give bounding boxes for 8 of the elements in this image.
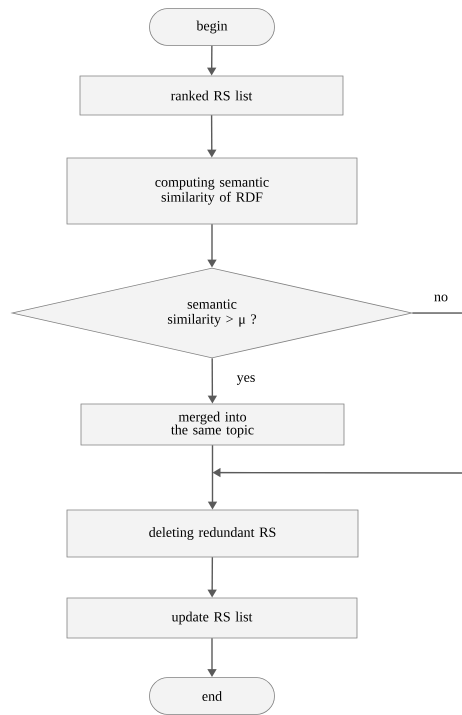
process-box: ranked RS list [80, 76, 344, 116]
edge-label: no [433, 294, 449, 302]
process-box: merged into the same topic [80, 404, 344, 446]
process-box: update RS list [66, 598, 358, 638]
process-box: computing semantic similarity of RDF [66, 158, 358, 224]
terminal-oval: end [149, 677, 275, 715]
edge-label: yes [236, 374, 256, 386]
process-box: deleting redundant RS [66, 510, 358, 558]
